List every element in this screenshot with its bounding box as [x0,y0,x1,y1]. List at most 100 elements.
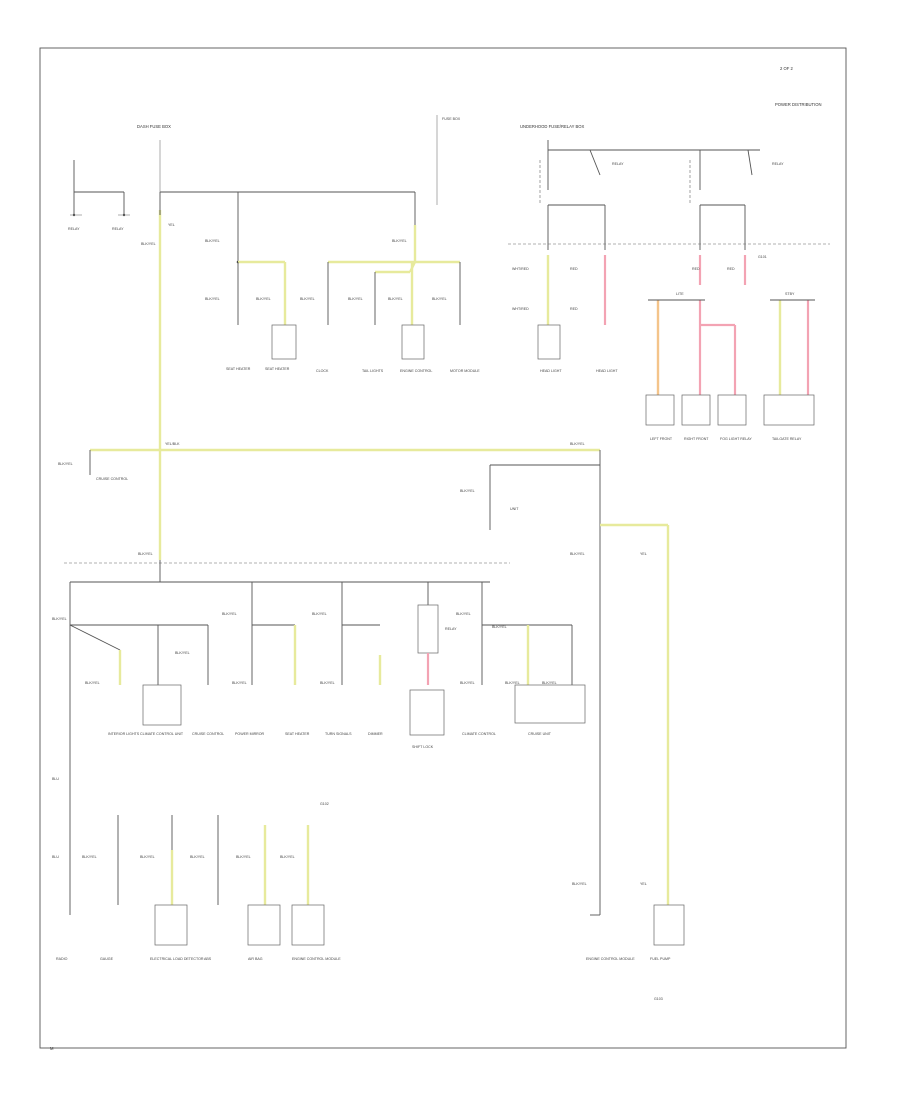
svg-text:RELAY: RELAY [445,627,457,631]
title-right: POWER DISTRIBUTION [775,102,822,107]
top-left-small-fuses: RELAY RELAY [68,160,130,231]
svg-text:ENGINE CONTROL MODULE: ENGINE CONTROL MODULE [292,957,341,961]
svg-text:RELAY: RELAY [112,227,124,231]
svg-text:RED: RED [692,267,700,271]
svg-text:BLK/YEL: BLK/YEL [320,681,335,685]
svg-text:AIR BAG: AIR BAG [248,957,263,961]
svg-text:GAUGE: GAUGE [100,957,114,961]
svg-text:ELECTRICAL LOAD DETECTOR: ELECTRICAL LOAD DETECTOR [150,957,204,961]
svg-text:BLK/YEL: BLK/YEL [460,489,475,493]
svg-text:RED: RED [727,267,735,271]
svg-text:TURN SIGNALS: TURN SIGNALS [325,732,352,736]
svg-text:HEAD LIGHT: HEAD LIGHT [596,369,618,373]
svg-text:BLK/YEL: BLK/YEL [392,239,407,243]
middle-feed: YEL/BLK BLK/YEL BLK/YEL CRUISE CONTROL B… [58,442,670,915]
bottom-left-branches: BLK/YEL BLK/YEL BLK/YEL INTERIOR LIGHTS … [52,582,224,915]
svg-text:BLK/YEL: BLK/YEL [205,297,220,301]
svg-text:BLK/YEL: BLK/YEL [82,855,97,859]
bottom-right-branches: RELAY BLK/YEL BLK/YEL BLK/YEL BLK/YEL BL… [409,582,586,749]
svg-text:BLK/YEL: BLK/YEL [570,442,585,446]
svg-text:WHT/RED: WHT/RED [512,307,529,311]
svg-text:BLU: BLU [52,855,59,859]
svg-text:BLK/YEL: BLK/YEL [492,625,507,629]
svg-text:RELAY: RELAY [772,162,784,166]
svg-text:BLK/YEL: BLK/YEL [52,617,67,621]
svg-text:RELAY: RELAY [68,227,80,231]
svg-text:STBY: STBY [785,292,795,296]
svg-text:UNIT: UNIT [510,507,519,511]
svg-text:G103: G103 [654,997,663,1001]
svg-text:LITE: LITE [676,292,684,296]
svg-text:ENGINE CONTROL: ENGINE CONTROL [400,369,432,373]
svg-text:BLK/YEL: BLK/YEL [85,681,100,685]
svg-text:RED: RED [570,267,578,271]
svg-text:LEFT FRONT: LEFT FRONT [650,437,673,441]
svg-text:BLK/YEL: BLK/YEL [205,239,220,243]
svg-text:CLIMATE CONTROL: CLIMATE CONTROL [462,732,496,736]
svg-text:RADIO: RADIO [56,957,68,961]
svg-text:SHIFT LOCK: SHIFT LOCK [412,745,434,749]
fog-light-branches: RED RED G101 LITE STBY LEFT FRONT RIGHT … [645,255,815,441]
svg-text:BLK/YEL: BLK/YEL [300,297,315,301]
svg-text:BLK/YEL: BLK/YEL [312,612,327,616]
lowest-row-branches: BLU BLU BLK/YEL BLK/YEL BLK/YEL BLK/YEL … [52,777,341,961]
footer-code: M [50,1046,54,1051]
headlight-branches: WHT/RED RED WHT/RED RED HEAD LIGHT HEAD … [512,255,618,373]
bottom-right-ecm: BLK/YEL YEL ENGINE CONTROL MODULE FUEL P… [572,882,685,1001]
svg-text:CRUISE UNIT: CRUISE UNIT [528,732,552,736]
svg-text:RIGHT FRONT: RIGHT FRONT [684,437,709,441]
svg-text:INTERIOR LIGHTS: INTERIOR LIGHTS [108,732,140,736]
svg-text:HEAD LIGHT: HEAD LIGHT [540,369,562,373]
svg-text:BLK/YEL: BLK/YEL [138,552,153,556]
svg-text:YEL: YEL [168,223,175,227]
svg-text:DIMMER: DIMMER [368,732,383,736]
svg-text:YEL: YEL [640,882,647,886]
svg-text:SEAT HEATER: SEAT HEATER [265,367,290,371]
svg-text:TAIL LIGHTS: TAIL LIGHTS [362,369,384,373]
svg-text:RELAY: RELAY [612,162,624,166]
svg-text:MOTOR MODULE: MOTOR MODULE [450,369,480,373]
svg-text:BLK/YEL: BLK/YEL [280,855,295,859]
diagram-frame [39,47,847,1049]
svg-text:FUEL PUMP: FUEL PUMP [650,957,671,961]
seat-heater-branch: BLK/YEL BLK/YEL BLK/YEL SEAT HEATER SEAT… [205,192,297,371]
page-ref: 2 OF 2 [780,66,793,71]
svg-text:BLK/YEL: BLK/YEL [570,552,585,556]
svg-text:SEAT HEATER: SEAT HEATER [226,367,251,371]
underhood-relays: RELAY RELAY [539,140,784,250]
svg-text:BLK/YEL: BLK/YEL [222,612,237,616]
svg-text:G102: G102 [320,802,329,806]
svg-text:TAILGATE RELAY: TAILGATE RELAY [772,437,802,441]
svg-text:G101: G101 [758,255,767,259]
svg-text:BLK/YEL: BLK/YEL [388,297,403,301]
svg-text:BLK/YEL: BLK/YEL [190,855,205,859]
svg-text:BLK/YEL: BLK/YEL [232,681,247,685]
svg-text:CLOCK: CLOCK [316,369,329,373]
svg-text:FOG LIGHT RELAY: FOG LIGHT RELAY [720,437,752,441]
svg-text:BLK/YEL: BLK/YEL [140,855,155,859]
svg-text:BLK/YEL: BLK/YEL [58,462,73,466]
fuse-block-label-right: UNDERHOOD FUSE/RELAY BOX [520,124,585,129]
bottom-middle-branches: BLK/YEL BLK/YEL BLK/YEL BLK/YEL POWER MI… [222,582,383,736]
svg-text:YEL: YEL [640,552,647,556]
svg-text:BLK/YEL: BLK/YEL [572,882,587,886]
fuse-block-label-left: DASH FUSE BOX [137,124,171,129]
svg-text:WHT/RED: WHT/RED [512,267,529,271]
svg-text:ABS: ABS [204,957,212,961]
svg-text:BLK/YEL: BLK/YEL [432,297,447,301]
svg-text:SEAT HEATER: SEAT HEATER [285,732,310,736]
tail-light-branch: BLK/YEL BLK/YEL BLK/YEL BLK/YEL BLK/YEL … [300,192,480,373]
svg-text:YEL/BLK: YEL/BLK [165,442,180,446]
svg-text:FUSE BOX: FUSE BOX [442,117,461,121]
svg-text:BLK/YEL: BLK/YEL [236,855,251,859]
svg-text:BLK/YEL: BLK/YEL [141,242,156,246]
svg-text:BLK/YEL: BLK/YEL [175,651,190,655]
svg-text:CRUISE CONTROL: CRUISE CONTROL [192,732,224,736]
svg-text:BLK/YEL: BLK/YEL [348,297,363,301]
svg-text:BLK/YEL: BLK/YEL [505,681,520,685]
svg-text:RED: RED [570,307,578,311]
svg-text:BLK/YEL: BLK/YEL [542,681,557,685]
svg-text:CLIMATE CONTROL UNIT: CLIMATE CONTROL UNIT [140,732,184,736]
svg-text:BLK/YEL: BLK/YEL [256,297,271,301]
